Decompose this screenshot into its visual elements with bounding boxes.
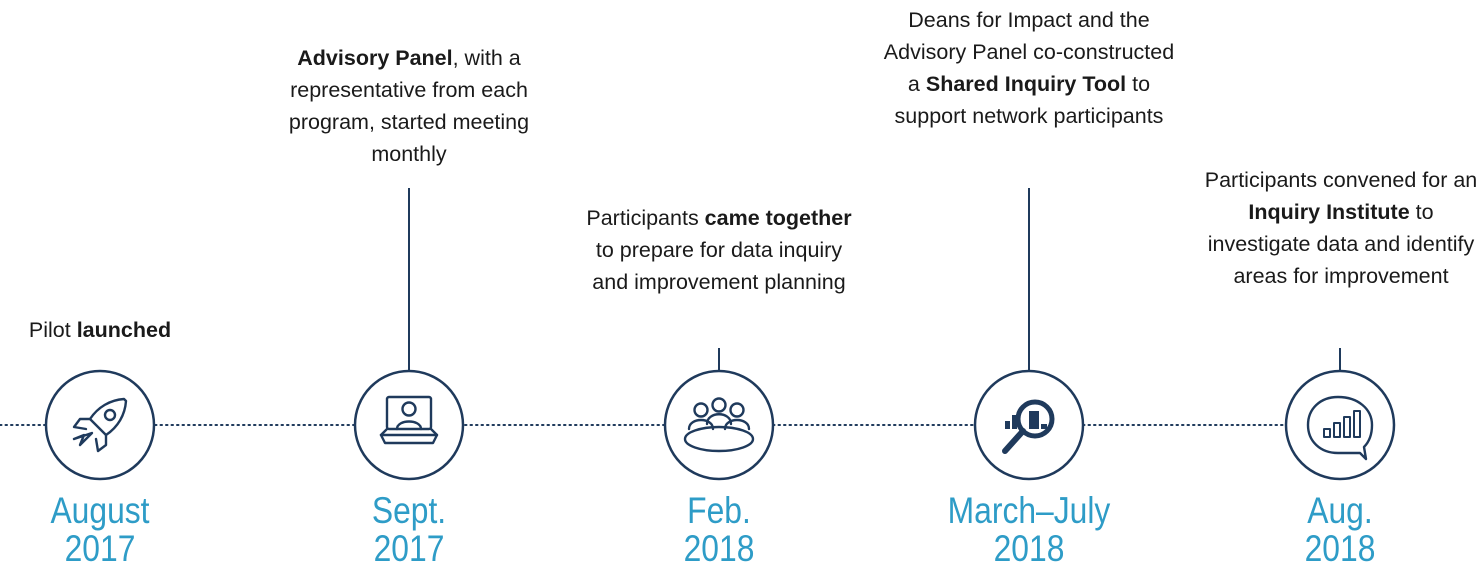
event-date-month: Aug. <box>1307 490 1373 531</box>
caption-text: to prepare for data inquiry and improvem… <box>592 238 846 294</box>
caption-emphasis: came together <box>704 206 852 230</box>
event-date-year: 2017 <box>64 528 136 569</box>
event-caption: Deans for Impact and the Advisory Panel … <box>880 4 1178 132</box>
event-date-year: 2018 <box>993 528 1065 569</box>
event-date: August 2017 <box>31 492 169 568</box>
group-meeting-icon <box>683 397 755 453</box>
caption-emphasis: launched <box>76 318 172 342</box>
rocket-icon <box>72 397 128 453</box>
event-date-month: Feb. <box>687 490 751 531</box>
event-date: Aug. 2018 <box>1271 492 1409 568</box>
event-circle <box>663 369 775 481</box>
event-circle <box>353 369 465 481</box>
laptop-video-call-icon <box>379 395 439 445</box>
caption-emphasis: Shared Inquiry Tool <box>925 72 1127 96</box>
event-caption: Advisory Panel, with a representative fr… <box>264 42 554 170</box>
caption-text: Participants convened for an <box>1204 168 1478 192</box>
event-date: Feb. 2018 <box>650 492 788 568</box>
event-caption: Participants convened for an Inquiry Ins… <box>1196 164 1481 292</box>
event-date-month: Sept. <box>371 490 447 531</box>
caption-text: Participants <box>586 206 705 230</box>
event-caption: Participants came together to prepare fo… <box>580 202 858 298</box>
event-date-year: 2017 <box>373 528 445 569</box>
event-date: Sept. 2017 <box>340 492 478 568</box>
event-date: March–July 2018 <box>934 492 1123 568</box>
magnifier-chart-icon <box>1002 399 1055 454</box>
chart-speech-bubble-icon <box>1306 395 1374 461</box>
event-date-year: 2018 <box>683 528 755 569</box>
event-date-year: 2018 <box>1304 528 1376 569</box>
event-date-month: March–July <box>947 490 1111 531</box>
caption-text: Pilot <box>28 318 77 342</box>
caption-emphasis: Advisory Panel <box>297 46 453 70</box>
caption-text: Deans for Impact and the Advisory Panel … <box>883 8 1175 96</box>
event-circle <box>44 369 156 481</box>
caption-emphasis: Inquiry Institute <box>1248 200 1410 224</box>
caption-text: , with a representative from each progra… <box>288 46 530 166</box>
event-caption: Pilot launched <box>0 314 200 346</box>
caption-text: to support network participants <box>894 72 1164 128</box>
event-date-month: August <box>50 490 150 531</box>
caption-text: to investigate data and identify areas f… <box>1207 200 1475 288</box>
